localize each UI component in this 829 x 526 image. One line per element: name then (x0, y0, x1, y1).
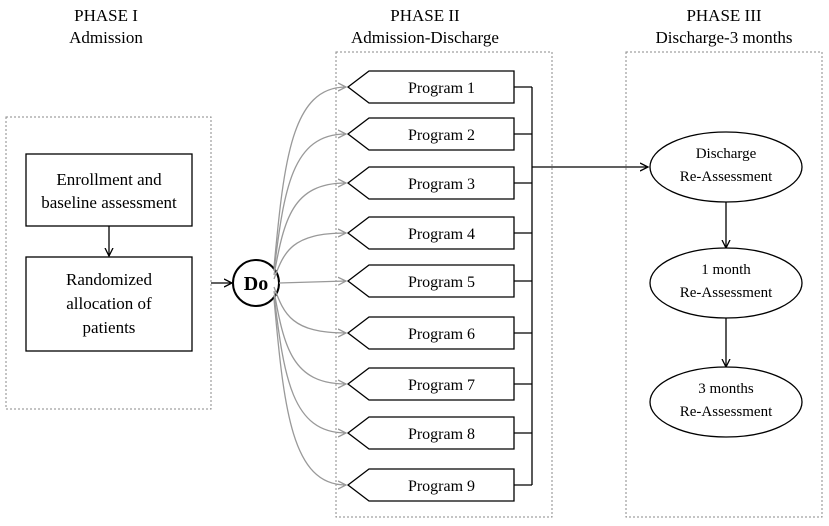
phase-2-header: PHASE II Admission-Discharge (351, 6, 499, 47)
do-to-program-5-arrow (278, 281, 346, 283)
enrollment-line-1: Enrollment and (56, 170, 162, 189)
program-6-label: Program 6 (408, 326, 475, 343)
phase-3-header: PHASE III Discharge-3 months (655, 6, 792, 47)
phase-1-subtitle: Admission (69, 28, 143, 47)
program-3-box: Program 3 (346, 166, 515, 200)
enrollment-line-2: baseline assessment (41, 193, 177, 212)
program-7-label: Program 7 (408, 377, 475, 394)
phase-2-subtitle: Admission-Discharge (351, 28, 499, 47)
do-to-program-arrows (273, 87, 346, 485)
do-to-program-4-arrow (273, 233, 346, 280)
enrollment-box: Enrollment and baseline assessment (25, 153, 193, 227)
assessment-3-months-line-2: Re-Assessment (680, 404, 773, 420)
program-1-box: Program 1 (346, 70, 515, 104)
phase-3-subtitle: Discharge-3 months (655, 28, 792, 47)
do-to-program-7-arrow (273, 290, 346, 384)
program-6-box: Program 6 (346, 316, 515, 350)
assessment-3-months-line-1: 3 months (698, 381, 754, 397)
program-list: Program 1 Program 2 Program 3 Program 4 Prog… (346, 70, 515, 502)
program-5-box: Program 5 (346, 264, 515, 298)
assessment-1-month: 1 month Re-Assessment (649, 247, 803, 319)
do-to-program-9-arrow (273, 298, 346, 485)
assessment-1-month-line-2: Re-Assessment (680, 285, 773, 301)
do-to-program-8-arrow (273, 294, 346, 433)
program-5-label: Program 5 (408, 274, 475, 291)
do-to-program-1-arrow (273, 87, 346, 268)
assessment-discharge-line-2: Re-Assessment (680, 169, 773, 185)
assessment-3-months: 3 months Re-Assessment (649, 366, 803, 438)
randomized-line-1: Randomized (66, 270, 152, 289)
phase-3-title: PHASE III (686, 6, 761, 25)
phase-3-frame (625, 51, 823, 518)
phase-1-frame (5, 116, 212, 410)
assessment-discharge-line-1: Discharge (696, 146, 757, 162)
program-4-label: Program 4 (408, 226, 475, 243)
program-3-label: Program 3 (408, 176, 475, 193)
phase-2-title: PHASE II (390, 6, 460, 25)
phase-1-title: PHASE I (74, 6, 138, 25)
program-9-box: Program 9 (346, 468, 515, 502)
assessment-1-month-line-1: 1 month (701, 262, 751, 278)
do-to-program-3-arrow (273, 183, 346, 276)
program-4-box: Program 4 (346, 216, 515, 250)
program-9-label: Program 9 (408, 478, 475, 495)
program-8-box: Program 8 (346, 416, 515, 450)
do-label: Do (244, 273, 268, 295)
program-connector (514, 86, 533, 486)
randomized-box: Randomized allocation of patients (25, 256, 193, 352)
phase-1-header: PHASE I Admission (69, 6, 143, 47)
randomized-line-3: patients (83, 318, 136, 337)
program-8-label: Program 8 (408, 426, 475, 443)
program-2-box: Program 2 (346, 117, 515, 151)
assessment-discharge: Discharge Re-Assessment (649, 131, 803, 203)
program-7-box: Program 7 (346, 367, 515, 401)
do-to-program-6-arrow (273, 286, 346, 333)
randomized-line-2: allocation of (66, 294, 152, 313)
do-to-program-2-arrow (273, 134, 346, 272)
program-1-label: Program 1 (408, 80, 475, 97)
program-2-label: Program 2 (408, 127, 475, 144)
phase-2-frame (335, 51, 553, 518)
do-node: Do (232, 259, 280, 307)
